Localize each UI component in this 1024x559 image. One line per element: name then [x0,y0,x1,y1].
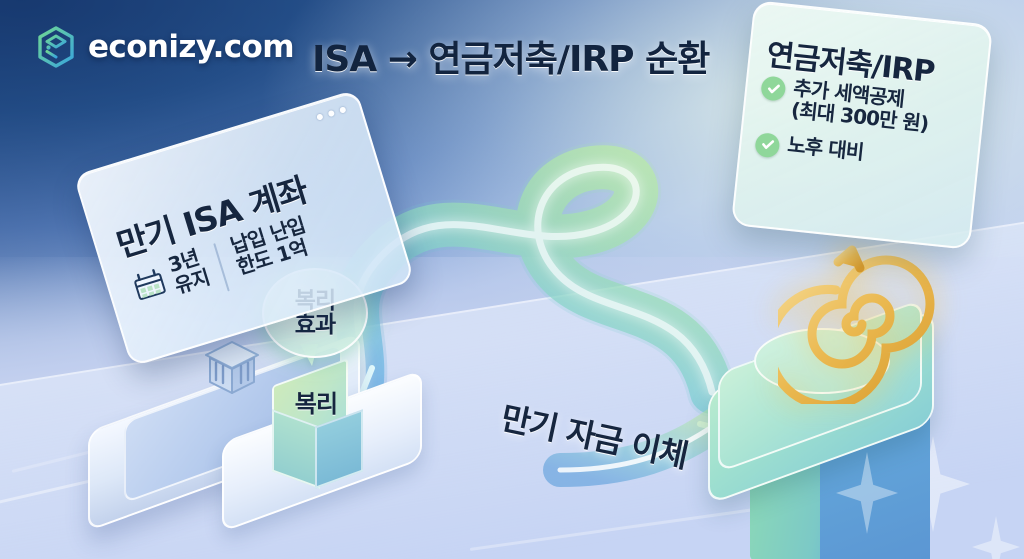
left-card-item-text: 3년 유지 [165,245,212,298]
window-dots [316,106,347,121]
right-card-items: 추가 세액공제 (최대 300만 원) 노후 대비 [754,73,931,173]
check-circle-icon [754,131,781,159]
left-card-items: 3년 유지 납입 난입 한도 1억 [127,213,317,318]
bank-building-icon [205,341,259,394]
right-card-item: 추가 세액공제 (최대 300만 원) [758,73,931,136]
compound-cube: 복리 [272,358,363,489]
cube-label: 복리 [294,390,338,418]
hexagon-cube-logo-icon [38,26,74,68]
left-card-divider [213,243,230,292]
left-info-card[interactable]: 만기 ISA 계좌 3년 유지 [73,89,415,367]
right-item-line-1: 노후 대비 [786,132,865,164]
calendar-icon [134,268,166,300]
left-card-item: 3년 유지 [127,245,212,310]
right-info-card[interactable]: 연금저축/IRP 추가 세액공제 (최대 300만 원) [730,0,994,250]
right-card-item: 노후 대비 [754,130,925,174]
check-circle-icon [760,75,787,102]
brand-name: econizy.com [88,29,295,65]
page-title: ISA → 연금저축/IRP 순환 [312,39,710,80]
brand-logo[interactable]: econizy.com [36,26,295,68]
right-card-item-text: 노후 대비 [786,132,865,164]
bubble-line-2: 효과 [294,312,336,338]
golden-spiral-arrow-icon [778,245,935,404]
